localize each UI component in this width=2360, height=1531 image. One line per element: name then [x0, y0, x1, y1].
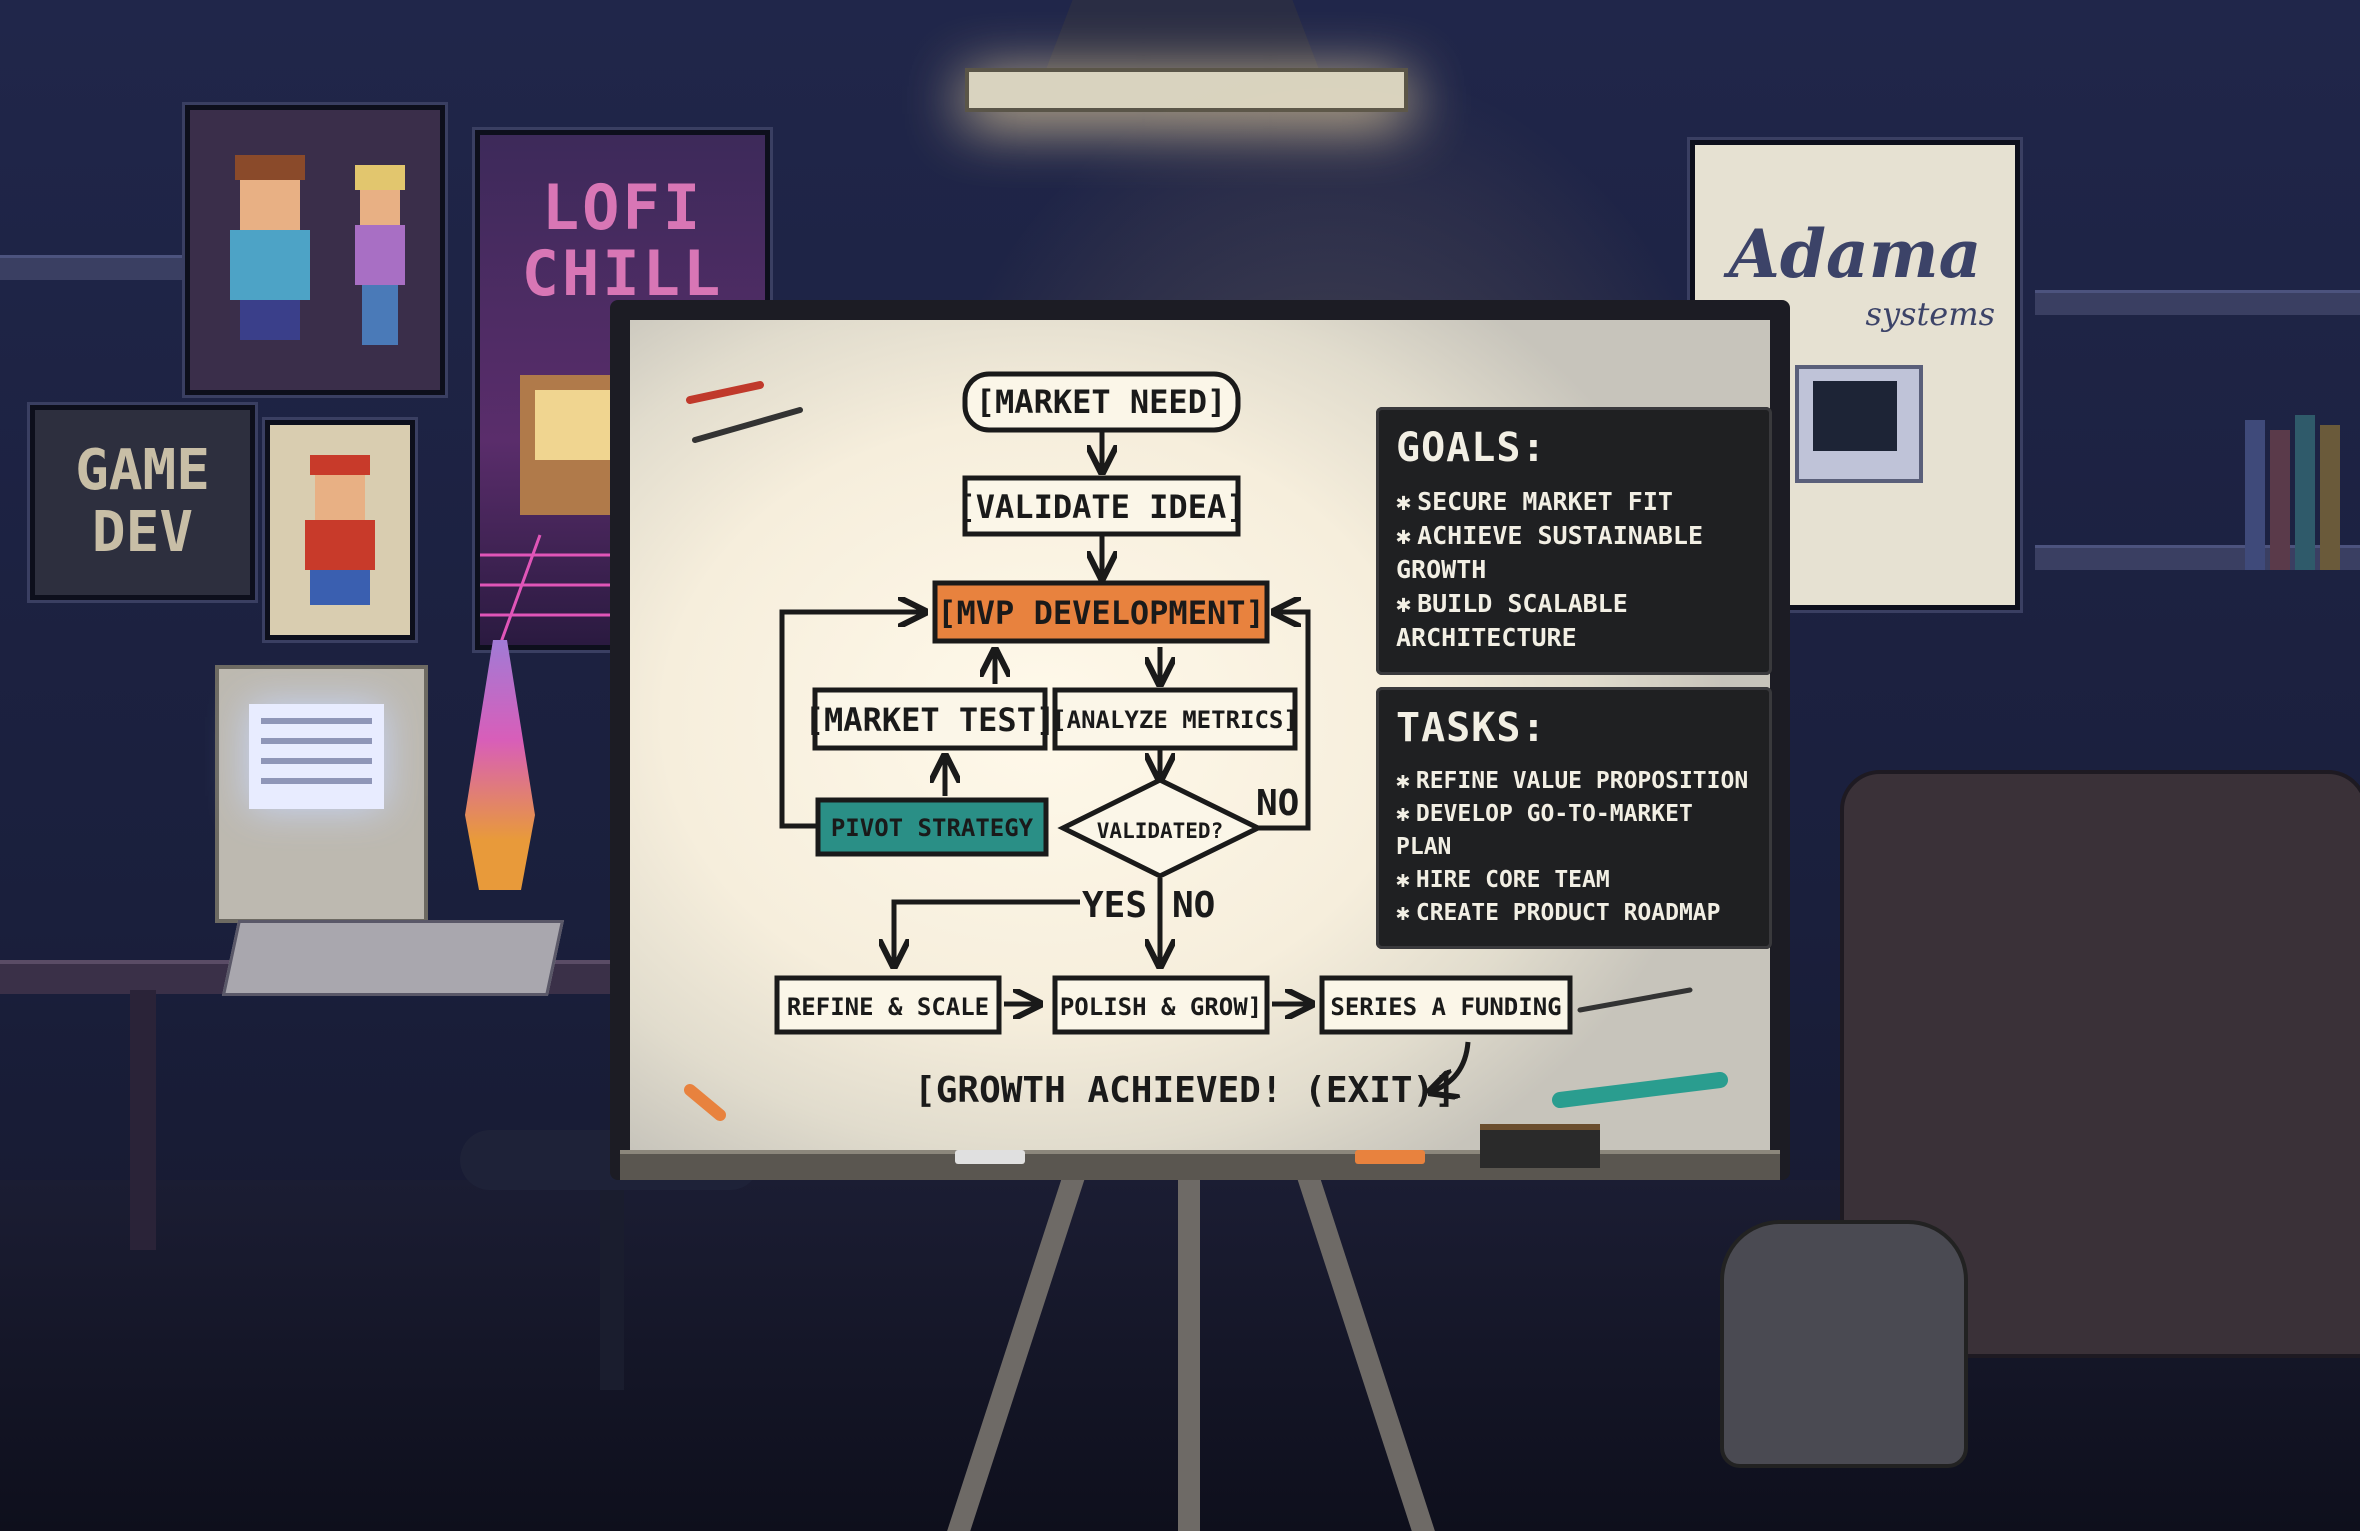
node-analyze-metrics: [ANALYZE METRICS] [1052, 687, 1298, 751]
node-pivot-strategy-label: PIVOT STRATEGY [831, 814, 1034, 842]
book [2270, 430, 2290, 570]
node-validated-decision: VALIDATED? [1057, 777, 1264, 879]
task-item: CREATE PRODUCT ROADMAP [1396, 897, 1752, 930]
node-validate-idea-label: [VALIDATE IDEA] [957, 488, 1246, 526]
node-validate-idea: [VALIDATE IDEA] [957, 475, 1246, 537]
node-growth-achieved: [GROWTH ACHIEVED! (EXIT)] [914, 1070, 1456, 1111]
ceiling-lamp [965, 68, 1408, 112]
flowchart-edges [779, 430, 1471, 1092]
backpack [1720, 1220, 1968, 1468]
pixel-characters-poster [185, 105, 445, 395]
goal-item: ACHIEVE SUSTAINABLE GROWTH [1396, 519, 1752, 587]
office-chair-post [600, 1190, 624, 1390]
game-dev-poster-text: GAME DEV [75, 438, 210, 565]
edge-validated-yes [894, 899, 1080, 966]
node-market-test-label: [MARKET TEST] [805, 701, 1055, 739]
goals-list: SECURE MARKET FIT ACHIEVE SUSTAINABLE GR… [1396, 485, 1752, 655]
black-marker-scribble [692, 407, 803, 443]
node-analyze-metrics-label: [ANALYZE METRICS] [1052, 706, 1298, 734]
node-refine-scale-label: REFINE & SCALE [787, 993, 989, 1021]
pixel-plumber-poster [265, 420, 415, 640]
lofi-poster-text: LOFI CHILL [521, 171, 724, 310]
book [2245, 420, 2265, 570]
ceiling-lamp-housing [1045, 0, 1320, 72]
right-lower-shelf [2035, 415, 2360, 570]
node-polish-grow-label: POLISH & GROW] [1060, 993, 1262, 1021]
node-mvp-development-label: [MVP DEVELOPMENT] [937, 594, 1265, 632]
orange-marker-scribble [684, 1084, 726, 1121]
book [2295, 415, 2315, 570]
adama-logo-title: Adama [1728, 215, 1982, 293]
tasks-title: TASKS: [1396, 705, 1547, 751]
task-item: REFINE VALUE PROPOSITION [1396, 765, 1752, 798]
node-validated-label: VALIDATED? [1097, 819, 1223, 843]
right-upper-shelf [2035, 290, 2360, 315]
adama-logo-subtitle: systems [1865, 295, 1995, 333]
node-polish-grow: POLISH & GROW] [1052, 975, 1270, 1035]
node-series-a-funding: SERIES A FUNDING [1319, 975, 1573, 1035]
pixel-characters-illustration [230, 155, 405, 345]
edge-label-no-right: NO [1256, 783, 1299, 824]
easel-leg-center [1178, 1160, 1200, 1531]
desk-leg [130, 990, 156, 1250]
left-wall-shelf [0, 255, 190, 280]
node-market-need: [MARKET NEED] [962, 371, 1241, 433]
edge-label-yes: YES [1082, 885, 1147, 926]
node-pivot-strategy: PIVOT STRATEGY [815, 797, 1049, 857]
book [2320, 425, 2340, 570]
monitor-screen [249, 704, 384, 809]
whiteboard-eraser [1480, 1124, 1600, 1168]
task-item: HIRE CORE TEAM [1396, 864, 1752, 897]
node-series-a-label: SERIES A FUNDING [1330, 993, 1561, 1021]
edge-label-no-down: NO [1172, 885, 1215, 926]
red-marker-scribble [686, 381, 764, 404]
edge-series-to-growth [1430, 1041, 1471, 1092]
edge-pivot-loop [779, 612, 925, 829]
goals-title: GOALS: [1396, 425, 1547, 471]
task-item: DEVELOP GO-TO-MARKET PLAN [1396, 798, 1752, 864]
node-refine-scale: REFINE & SCALE [774, 975, 1002, 1035]
tasks-note: TASKS: REFINE VALUE PROPOSITION DEVELOP … [1376, 687, 1772, 949]
marker [1355, 1150, 1425, 1164]
goal-item: BUILD SCALABLE ARCHITECTURE [1396, 587, 1752, 655]
node-market-test: [MARKET TEST] [805, 687, 1055, 751]
pixel-plumber-illustration [305, 455, 375, 605]
smiling-computer-icon [1795, 365, 1923, 483]
marker [955, 1150, 1025, 1164]
goal-item: SECURE MARKET FIT [1396, 485, 1752, 519]
goals-note: GOALS: SECURE MARKET FIT ACHIEVE SUSTAIN… [1376, 407, 1772, 675]
tasks-list: REFINE VALUE PROPOSITION DEVELOP GO-TO-M… [1396, 765, 1752, 930]
black-marker-scribble [1577, 987, 1693, 1013]
node-market-need-label: [MARKET NEED] [976, 383, 1226, 421]
node-mvp-development: [MVP DEVELOPMENT] [932, 580, 1270, 644]
edge-validated-no-loop [1258, 612, 1311, 831]
teal-marker-scribble [1552, 1072, 1728, 1108]
game-dev-poster: GAME DEV [30, 405, 255, 600]
